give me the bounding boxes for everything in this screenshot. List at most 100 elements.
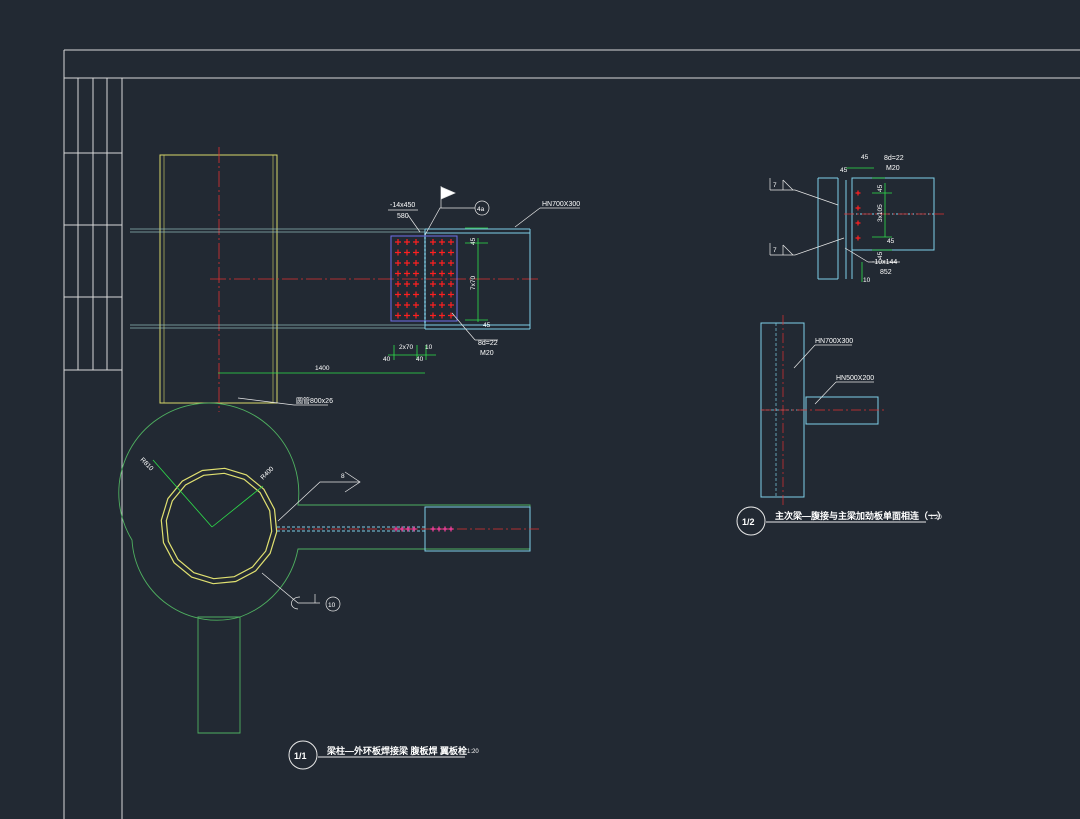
bolt-mark (430, 526, 436, 532)
detail-1-2-section: 45 45 8d=22 M20 45 3x105 45 45 -10x144 8… (769, 154, 944, 284)
dim-45-d: 45 (887, 238, 895, 245)
bolt-mark (855, 220, 861, 226)
bolt-mark (439, 302, 445, 308)
splice-plate[interactable] (390, 235, 458, 322)
dim-45-e: 45 (877, 251, 884, 259)
bolt-mark (448, 302, 454, 308)
bolt-mark (439, 239, 445, 245)
bolt-row-plan (393, 526, 454, 532)
detail-1-2-scale: 1:20 (930, 515, 942, 521)
detail-1-1-title-text: 梁柱—外环板焊接梁 腹板焊 翼板栓 (326, 745, 467, 756)
bolt-mark (404, 312, 410, 319)
bolt-mark (439, 312, 445, 319)
bolt-size-12: M20 (886, 165, 900, 172)
dim-top-edge: 45 (470, 237, 477, 245)
bolt-mark (430, 239, 436, 245)
weld-symbol-top (424, 186, 490, 236)
bolt-spec-12: 8d=22 (884, 155, 904, 162)
bolt-mark (448, 260, 454, 266)
bolt-mark (413, 270, 419, 277)
plate-label: -14x450 (390, 202, 415, 209)
bolt-mark (411, 526, 417, 532)
bolt-mark (413, 302, 419, 308)
bolt-mark (404, 281, 410, 287)
tube-section-inner (165, 472, 273, 580)
bolt-mark (413, 312, 419, 319)
bolt-mark (855, 235, 861, 241)
main-beam-label: HN700X300 (815, 338, 853, 345)
weld-mark-plan: 10 (328, 602, 336, 609)
bolt-mark (404, 249, 410, 256)
radius-inner-label: R400 (259, 465, 275, 481)
tube-section-outer[interactable] (160, 467, 278, 585)
detail-1-2-title-text: 主次梁—腹接与主梁加劲板单面相连（一） (775, 510, 946, 521)
bolt-mark (448, 291, 454, 298)
bolt-mark (439, 281, 445, 287)
bolt-mark (395, 239, 401, 245)
column-label: 圆管800x26 (296, 396, 333, 405)
dim-10-12: 10 (863, 277, 871, 284)
bolt-mark (413, 281, 419, 287)
secondary-beam-label: HN500X200 (836, 375, 874, 382)
bolt-mark (404, 291, 410, 298)
ring-plate-outline[interactable] (118, 402, 531, 734)
bolt-mark (413, 260, 419, 266)
bolt-mark (855, 190, 861, 196)
bolt-grid (395, 239, 454, 319)
detail-1-1-top-view: -14x450 580 HN700X300 4a 7x70 45 45 2x70… (130, 147, 580, 412)
bolt-mark (430, 270, 436, 277)
dim-2x70: 2x70 (399, 344, 413, 351)
bolt-mark (430, 281, 436, 287)
span-dim: 1400 (315, 365, 330, 372)
bolt-mark (439, 291, 445, 298)
radius-outer-label: R810 (139, 456, 155, 472)
dim-40-left: 40 (383, 356, 391, 363)
secondary-beam-plan[interactable] (805, 396, 879, 425)
dim-40-right: 40 (416, 356, 424, 363)
detail-1-2-plan: HN700X300 HN500X200 1/2 主次梁—腹接与主梁加劲板单面相连… (736, 315, 946, 536)
weld-mark-label: 4a (477, 206, 485, 213)
dim-10: 10 (425, 344, 433, 351)
bolt-mark (404, 270, 410, 277)
weld-size-1: 7 (773, 182, 777, 189)
bolt-mark (395, 312, 401, 319)
detail-1-1-number: 1/1 (294, 751, 307, 761)
bolt-mark (448, 270, 454, 277)
bolt-mark (855, 205, 861, 211)
bolt-mark (404, 239, 410, 245)
bolt-spec-1: 8d=22 (478, 340, 498, 347)
bolt-mark (395, 260, 401, 266)
plate-dimension: 580 (397, 213, 409, 220)
bolt-mark (395, 249, 401, 256)
detail-1-1-title: 1/1 梁柱—外环板焊接梁 腹板焊 翼板栓 1:20 (288, 740, 479, 770)
bolt-mark (448, 526, 454, 532)
bolt-column (855, 190, 861, 241)
bolt-mark (439, 270, 445, 277)
detail-1-1-plan-view: R810 R400 8 10 1/1 梁柱—外环板焊接梁 腹板焊 翼板栓 1:2 (118, 402, 540, 770)
bolt-mark (430, 260, 436, 266)
bolt-mark (430, 291, 436, 298)
dim-45-b: 45 (840, 167, 848, 174)
bolt-mark (439, 260, 445, 266)
bolt-mark (430, 312, 436, 319)
bolt-mark (413, 249, 419, 256)
bolt-mark (395, 302, 401, 308)
bolt-mark (448, 249, 454, 256)
bolt-mark (413, 291, 419, 298)
bolt-mark (439, 249, 445, 256)
detail-1-2-title: 1/2 主次梁—腹接与主梁加劲板单面相连（一） 1:20 (736, 506, 946, 536)
bolt-mark (399, 526, 405, 532)
bolt-mark (448, 281, 454, 287)
bolt-mark (395, 270, 401, 277)
weld-size-label: 8 (341, 473, 345, 480)
bolt-mark (393, 526, 399, 532)
bolt-mark (430, 249, 436, 256)
bolt-mark (413, 239, 419, 245)
hn700-beam[interactable] (424, 228, 531, 330)
weld-size-2: 7 (773, 247, 777, 254)
dim-45-a: 45 (861, 154, 869, 161)
plate-dim-12: 852 (880, 269, 892, 276)
bolt-mark (405, 526, 411, 532)
bolt-spec-2: M20 (480, 350, 494, 357)
